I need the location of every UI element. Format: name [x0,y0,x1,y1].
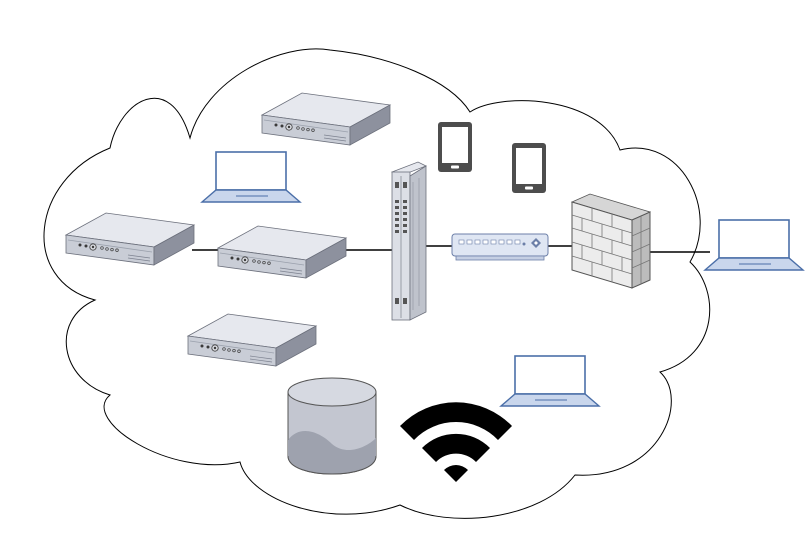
tablet-icon[interactable] [438,122,472,172]
database-cylinder-icon[interactable] [287,377,377,475]
laptop-icon[interactable] [704,219,804,271]
tablet-icon[interactable] [512,143,546,193]
network-switch-icon[interactable] [451,233,549,261]
laptop-icon[interactable] [201,151,301,203]
wifi-icon[interactable] [400,402,512,482]
laptop-icon[interactable] [500,355,600,407]
chassis-switch-icon[interactable] [391,161,427,321]
links [192,245,710,253]
firewall-icon[interactable] [570,193,652,289]
